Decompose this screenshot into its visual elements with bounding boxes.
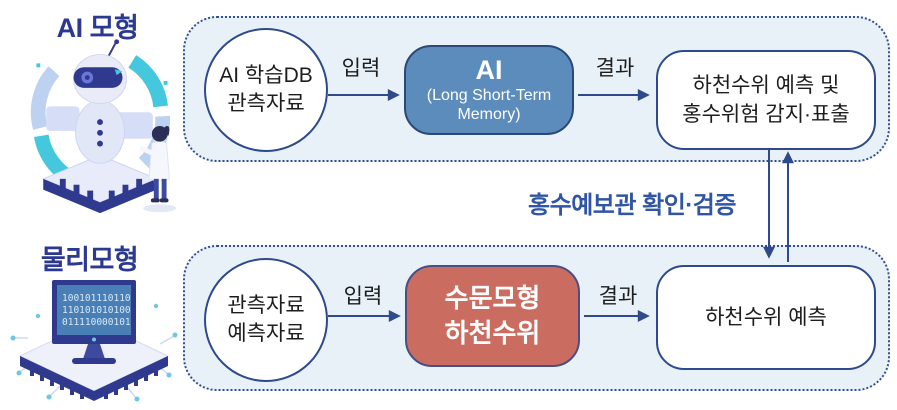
binary-line-2: 110101010100 [62, 305, 131, 316]
robot-base-pillars [59, 178, 143, 204]
hydro-model-box: 수문모형 하천수위 [405, 265, 580, 367]
robot-button [97, 129, 103, 136]
ai-model-box: AI (Long Short-Term Memory) [404, 45, 574, 135]
ai-output-line2: 홍수위험 감지·표출 [682, 103, 850, 126]
ai-input-arrow-label: 입력 [341, 57, 381, 80]
hydro-model-line2: 하천수위 [444, 318, 541, 348]
chip-pins [30, 366, 158, 399]
person-head [151, 126, 168, 142]
ai-model-box-title: AI [475, 54, 503, 85]
person-hair [164, 126, 170, 136]
physical-result-arrow-label: 결과 [598, 285, 638, 308]
person-leg [153, 178, 159, 200]
robot-panel-right [116, 112, 153, 139]
physical-input-line1: 관측자료 [227, 294, 305, 318]
robot-button [97, 119, 103, 126]
person-arm [139, 146, 156, 156]
robot-pupil [84, 75, 90, 80]
verification-label: 홍수예보관 확인·검증 [528, 192, 736, 219]
robot-illustration [30, 39, 177, 214]
ai-flow-container: AI 학습DB 관측자료 입력 AI (Long Short-Term Memo… [183, 16, 890, 162]
physical-model-title: 물리모형 [40, 245, 139, 275]
monitor-screen [57, 285, 131, 335]
person-leg [161, 178, 167, 200]
robot-button [97, 140, 103, 147]
physical-input-line2: 예측자료 [227, 322, 305, 345]
ai-model-title: AI 모형 [56, 13, 139, 43]
robot-visor-glint [114, 69, 123, 76]
physical-output-box: 하천수위 예측 [656, 265, 876, 370]
person-shoe [150, 198, 160, 203]
physical-output-line1: 하천수위 예측 [705, 305, 827, 329]
ai-input-circle: AI 학습DB 관측자료 [204, 28, 328, 152]
person-shadow [143, 204, 177, 213]
computer-illustration: 100101110110 110101010100 011110000101 [10, 280, 178, 402]
robot-antenna-tip [114, 39, 120, 45]
physical-flow-container: 관측자료 예측자료 입력 수문모형 하천수위 결과 하천수위 예측 [183, 245, 890, 391]
robot-arc-right-top [128, 55, 168, 108]
deco-dot [163, 80, 168, 85]
physical-input-arrow-label: 입력 [343, 285, 383, 308]
binary-line-1: 100101110110 [62, 293, 131, 304]
ai-output-box: 하천수위 예측 및 홍수위험 감지·표출 [656, 50, 876, 150]
circuit-dots [10, 303, 178, 402]
robot-arc-left-top [30, 66, 60, 130]
hydro-model-line1: 수문모형 [444, 282, 541, 313]
ai-result-arrow-label: 결과 [595, 57, 635, 80]
monitor-camera-dot [92, 337, 96, 342]
deco-dot [36, 63, 41, 68]
ai-output-line1: 하천수위 예측 및 [692, 73, 840, 97]
ai-model-box-subtitle: (Long Short-Term Memory) [426, 87, 552, 123]
physical-input-circle: 관측자료 예측자료 [204, 258, 328, 382]
robot-panel-left [46, 106, 80, 131]
ai-input-line2: 관측자료 [227, 92, 305, 115]
monitor-stand [83, 344, 105, 359]
person-shoe [159, 198, 169, 203]
chip-side [20, 356, 168, 401]
person-coat [148, 140, 171, 182]
ai-input-line1: AI 학습DB [219, 64, 313, 88]
monitor-binary-code: 100101110110 110101010100 011110000101 [62, 293, 131, 328]
binary-line-3: 011110000101 [62, 317, 131, 328]
monitor-stand-base [72, 358, 116, 364]
robot-base-side [43, 178, 157, 214]
